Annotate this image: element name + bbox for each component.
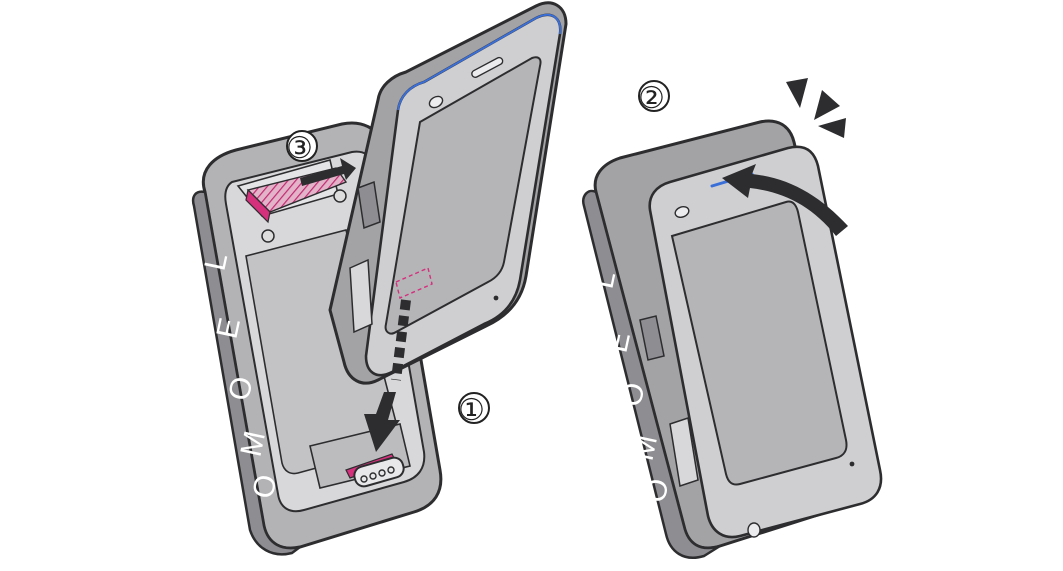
- step3-label: ③: [286, 131, 313, 166]
- brand-letter: L: [587, 268, 623, 291]
- brand-logo-left: L E O M O: [199, 250, 284, 501]
- arrow-down-icon: [364, 392, 400, 452]
- step2-label: ②: [638, 81, 665, 116]
- step1-badge: [458, 392, 490, 424]
- brand-letter: L: [199, 250, 235, 273]
- connector-icon: [345, 453, 405, 488]
- curved-arrow-icon: [722, 164, 848, 236]
- click-burst-icon: [786, 78, 846, 138]
- step3-badge: [286, 130, 318, 162]
- device-inserting: [328, 1, 568, 385]
- arrow-left-icon: [300, 158, 356, 186]
- step1-label: ①: [458, 393, 485, 428]
- screw-icon: [333, 189, 347, 203]
- screw-icon: [261, 229, 275, 243]
- device-assembled: [582, 119, 883, 559]
- brand-logo-right: L E O M O: [587, 268, 676, 505]
- step2-badge: [638, 80, 670, 112]
